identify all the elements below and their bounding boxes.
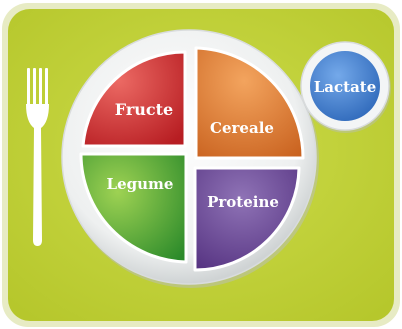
grains-label: Cereale (210, 119, 274, 137)
dairy-label: Lactate (314, 78, 377, 96)
protein-label: Proteine (207, 193, 279, 211)
fruits-label: Fructe (115, 100, 173, 119)
vegetables-label: Legume (107, 175, 174, 193)
